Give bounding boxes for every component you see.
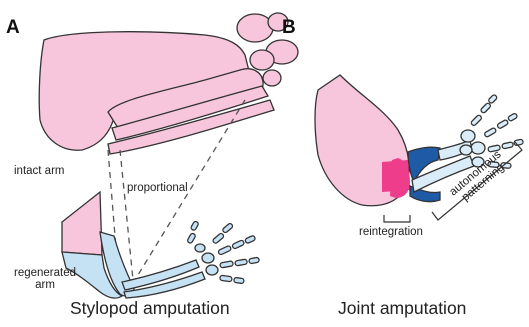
caption-stylopod: Stylopod amputation bbox=[70, 300, 230, 318]
regenerated-carpal bbox=[195, 244, 205, 252]
panel-letter-b: B bbox=[282, 18, 296, 37]
intact-carpal bbox=[250, 50, 274, 70]
regenerated-carpal bbox=[202, 253, 214, 263]
regenerated-arm-label-line2: arm bbox=[14, 280, 76, 292]
regenerated-arm-label-line1: regenerated bbox=[14, 268, 76, 280]
regenerated-arm-drawing bbox=[62, 192, 259, 298]
proportional-label: proportional bbox=[127, 183, 188, 195]
carpal-b bbox=[460, 145, 472, 155]
carpal-b bbox=[461, 130, 475, 142]
reintegration-label: reintegration bbox=[359, 227, 423, 239]
regenerated-arm-label: regenerated arm bbox=[14, 268, 76, 291]
reintegration-bracket bbox=[384, 215, 410, 222]
intact-carpal bbox=[263, 70, 281, 86]
intact-arm-label: intact arm bbox=[14, 166, 65, 178]
joint-amputation-drawing bbox=[315, 75, 524, 206]
caption-joint: Joint amputation bbox=[338, 300, 466, 318]
regenerated-stump-tissue bbox=[62, 192, 102, 255]
intact-carpal bbox=[237, 14, 273, 42]
regenerated-carpal bbox=[206, 265, 218, 275]
panel-letter-a: A bbox=[6, 18, 20, 37]
carpal-b bbox=[471, 142, 485, 154]
intact-arm-drawing bbox=[39, 13, 298, 154]
